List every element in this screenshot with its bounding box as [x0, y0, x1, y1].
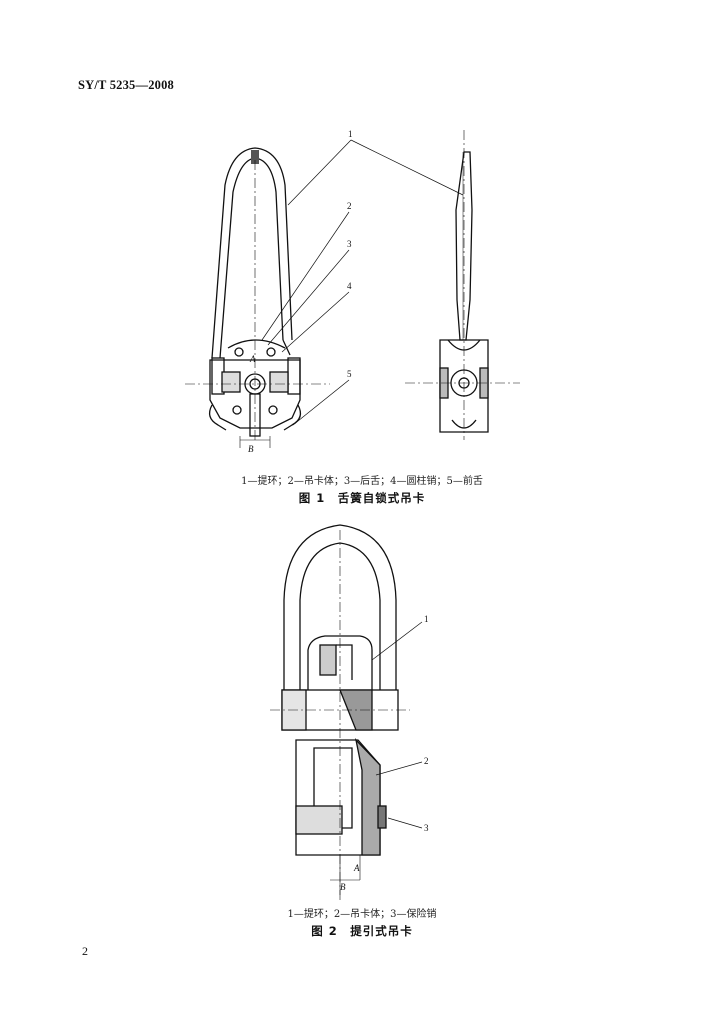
fig1-dimension-b: B	[248, 444, 254, 454]
fig1-callout-4: 4	[347, 281, 352, 291]
figure-2-caption: 图 2 提引式吊卡	[311, 924, 413, 938]
fig2-callout-1: 1	[424, 614, 429, 624]
fig1-callout-1: 1	[348, 129, 353, 139]
figure-2-legend: 1—提环；2—吊卡体；3—保险销	[287, 909, 437, 920]
figure-1-legend: 1—提环；2—吊卡体；3—后舌；4—圆柱销；5—前舌	[241, 476, 483, 487]
standard-code-header: SY/T 5235—2008	[78, 78, 174, 92]
fig2-dimension-a: A	[353, 863, 360, 873]
figure-2-drawing: 1 2 3 A B	[270, 524, 429, 900]
fig1-callout-3: 3	[347, 239, 352, 249]
figure-1-drawing: 1 2 3 4 5 A B	[185, 129, 520, 454]
fig1-callout-5: 5	[347, 369, 352, 379]
page-number: 2	[82, 944, 88, 958]
fig1-callout-2: 2	[347, 201, 352, 211]
fig2-callout-2: 2	[424, 756, 429, 766]
figure-1-caption: 图 1 舌簧自锁式吊卡	[298, 491, 426, 505]
fig1-dimension-a: A	[249, 354, 256, 364]
fig2-callout-3: 3	[424, 823, 429, 833]
fig2-dimension-b: B	[340, 882, 346, 892]
